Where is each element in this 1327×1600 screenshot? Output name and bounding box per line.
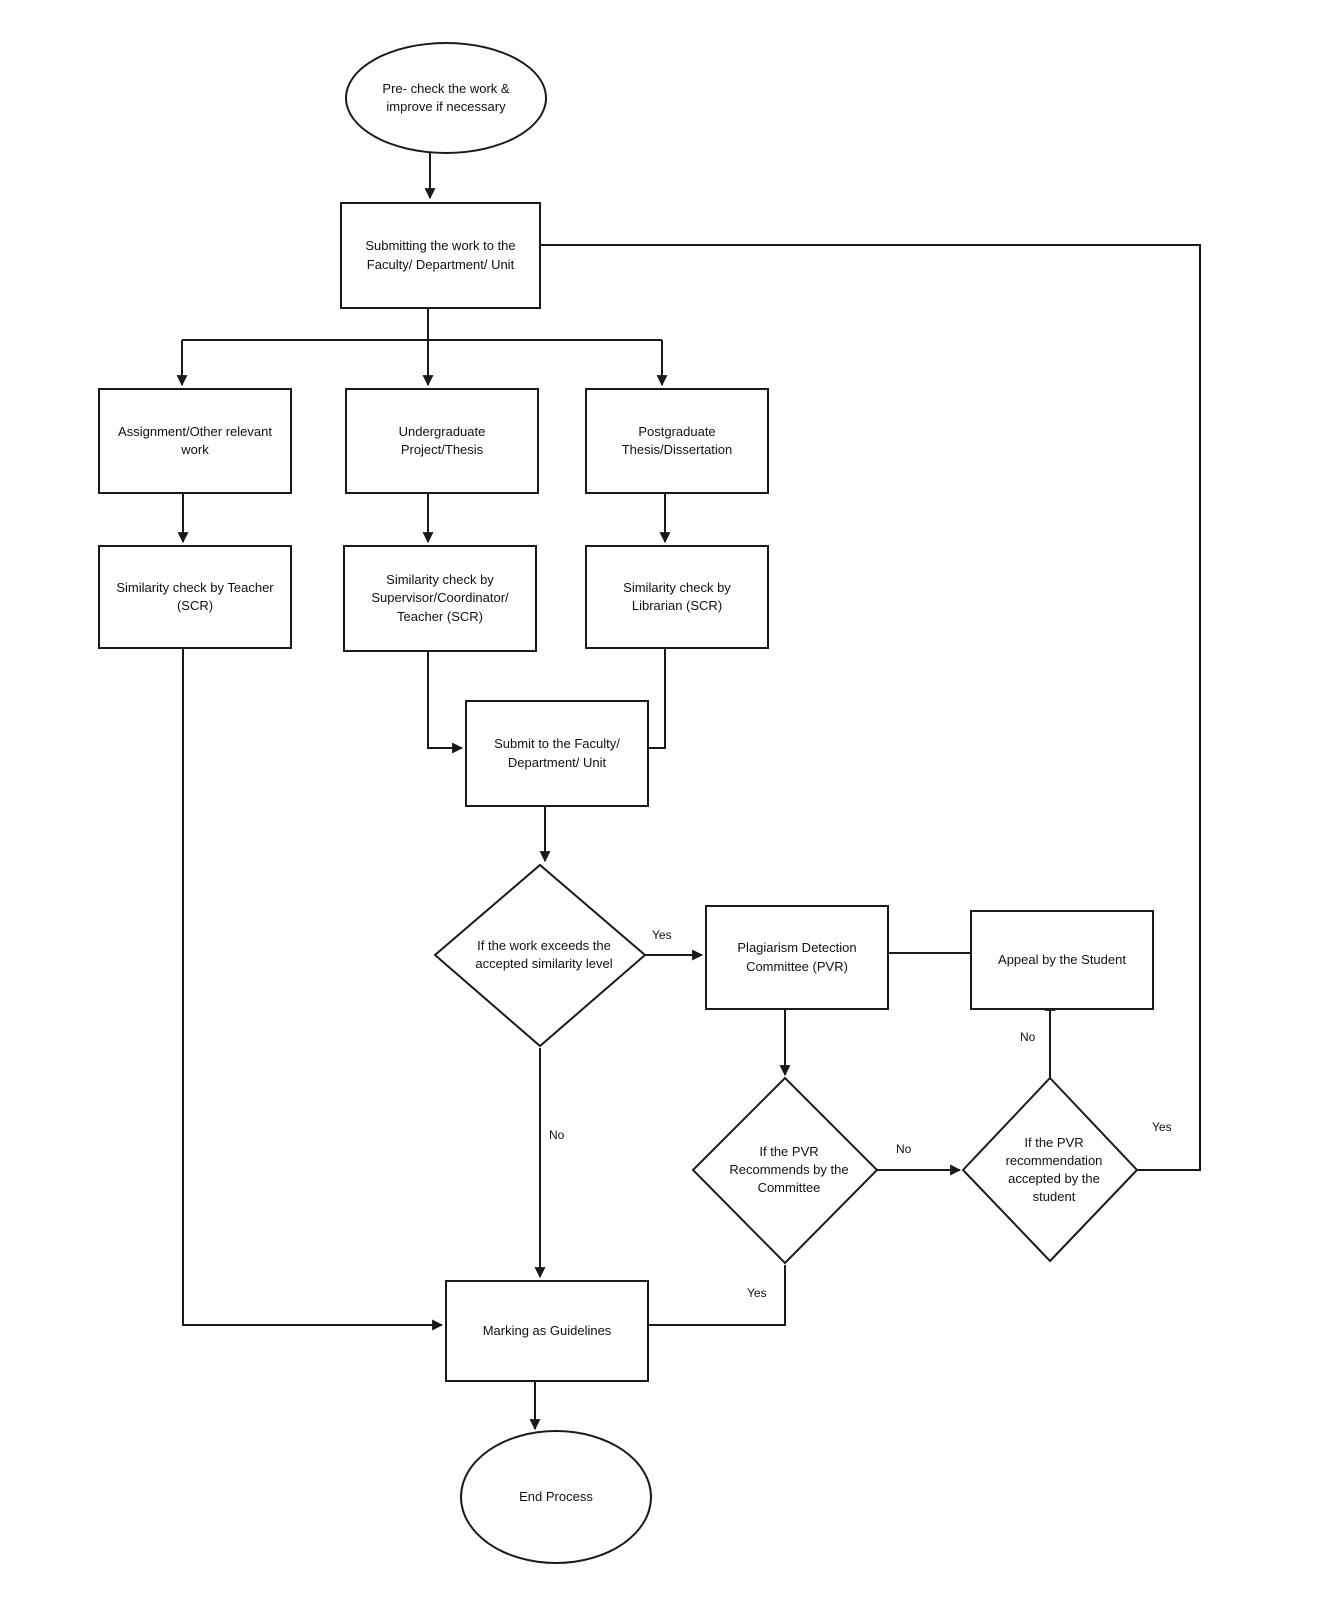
- decision-similarity: If the work exceeds the accepted similar…: [447, 903, 641, 1007]
- start-terminator: Pre- check the work & improve if necessa…: [345, 42, 547, 154]
- pvr-committee-box: Plagiarism Detection Committee (PVR): [705, 905, 889, 1010]
- decision-pvr-recommends-label: If the PVR Recommends by the Committee: [729, 1143, 849, 1196]
- edge-label-recommends-no: No: [896, 1142, 912, 1156]
- submit-faculty-box: Submit to the Faculty/ Department/ Unit: [465, 700, 649, 807]
- marking-box: Marking as Guidelines: [445, 1280, 649, 1382]
- edge-accepted-yes-feedback: [518, 239, 1201, 1171]
- decision-pvr-recommends: If the PVR Recommends by the Committee: [723, 1098, 855, 1242]
- start-label: Pre- check the work & improve if necessa…: [382, 80, 510, 114]
- appeal-box: Appeal by the Student: [970, 910, 1154, 1010]
- scr-teacher-box: Similarity check by Teacher (SCR): [98, 545, 292, 649]
- edge-recommends-yes-to-marking: [626, 1265, 786, 1331]
- marking-label: Marking as Guidelines: [482, 1322, 612, 1338]
- undergraduate-box: Undergraduate Project/Thesis: [345, 388, 539, 494]
- edge-label-accepted-no: No: [1020, 1030, 1036, 1044]
- assignment-label: Assignment/Other relevant work: [118, 423, 272, 457]
- postgraduate-label: Postgraduate Thesis/Dissertation: [621, 423, 733, 457]
- submit-faculty-label: Submit to the Faculty/ Department/ Unit: [494, 736, 620, 770]
- decision-pvr-accepted-shape: [961, 1076, 1139, 1263]
- scr-supervisor-label: Similarity check by Supervisor/Coordinat…: [371, 572, 509, 624]
- postgraduate-box: Postgraduate Thesis/Dissertation: [585, 388, 769, 494]
- appeal-label: Appeal by the Student: [998, 951, 1126, 967]
- decision-similarity-shape: [433, 863, 647, 1048]
- edge-label-accepted-yes: Yes: [1152, 1120, 1172, 1134]
- edge-label-similarity-yes: Yes: [652, 928, 672, 942]
- scr-librarian-box: Similarity check by Librarian (SCR): [585, 545, 769, 649]
- edge-scr-supervisor-to-submit-faculty: [427, 640, 464, 754]
- submit-work-label: Submitting the work to the Faculty/ Depa…: [365, 238, 516, 272]
- assignment-box: Assignment/Other relevant work: [98, 388, 292, 494]
- pvr-committee-label: Plagiarism Detection Committee (PVR): [737, 940, 857, 974]
- scr-teacher-label: Similarity check by Teacher (SCR): [116, 579, 274, 613]
- scr-supervisor-box: Similarity check by Supervisor/Coordinat…: [343, 545, 537, 652]
- end-terminator: End Process: [460, 1430, 652, 1564]
- end-label: End Process: [519, 1488, 593, 1504]
- edge-label-similarity-no: No: [549, 1128, 565, 1142]
- edge-label-recommends-yes: Yes: [747, 1286, 767, 1300]
- decision-similarity-label: If the work exceeds the accepted similar…: [475, 937, 613, 971]
- decision-pvr-recommends-shape: [691, 1076, 879, 1265]
- decision-pvr-accepted-label: If the PVR recommendation accepted by th…: [1005, 1134, 1103, 1205]
- scr-librarian-label: Similarity check by Librarian (SCR): [623, 579, 731, 613]
- undergraduate-label: Undergraduate Project/Thesis: [398, 423, 486, 457]
- submit-work-box: Submitting the work to the Faculty/ Depa…: [340, 202, 541, 309]
- decision-pvr-accepted: If the PVR recommendation accepted by th…: [983, 1098, 1125, 1242]
- edge-scr-teacher-to-marking: [182, 637, 444, 1331]
